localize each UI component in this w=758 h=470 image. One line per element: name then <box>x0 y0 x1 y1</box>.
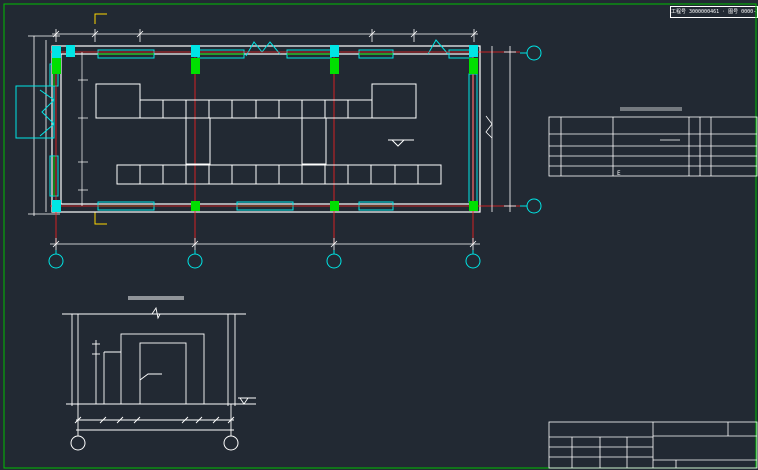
schedule-table <box>548 107 758 177</box>
columns <box>52 58 478 211</box>
axis-bubble-row-b <box>526 198 542 214</box>
axis-bubble-col-3 <box>326 253 342 269</box>
building-walls <box>51 45 481 213</box>
bottom-dimension <box>50 238 480 250</box>
section-view <box>62 296 256 436</box>
left-dimension <box>28 35 60 216</box>
drawing-frame <box>3 3 757 469</box>
plan-view <box>15 13 542 269</box>
axis-bubble-col-1 <box>48 253 64 269</box>
level-marker <box>388 139 414 147</box>
section-axis-bubble-left <box>70 435 86 451</box>
axis-bubble-row-a <box>526 45 542 61</box>
section-axis-bubble-right <box>223 435 239 451</box>
axis-bubble-col-4 <box>465 253 481 269</box>
title-block <box>548 421 758 469</box>
axis-lines <box>50 48 520 244</box>
right-dimension <box>485 46 516 212</box>
section-cut-mark-bottom <box>94 212 107 225</box>
glazing-top <box>97 39 474 59</box>
section-axis-bubbles <box>70 435 239 451</box>
schedule-mark: E <box>617 170 621 177</box>
axis-bubble-col-2 <box>187 253 203 269</box>
section-cut-mark-top <box>94 13 107 24</box>
columns-cyan <box>52 45 478 212</box>
interior-fixtures <box>95 83 442 185</box>
inner-dimensions <box>78 52 88 206</box>
top-dimension <box>52 29 478 42</box>
axis-bubbles <box>48 45 542 269</box>
